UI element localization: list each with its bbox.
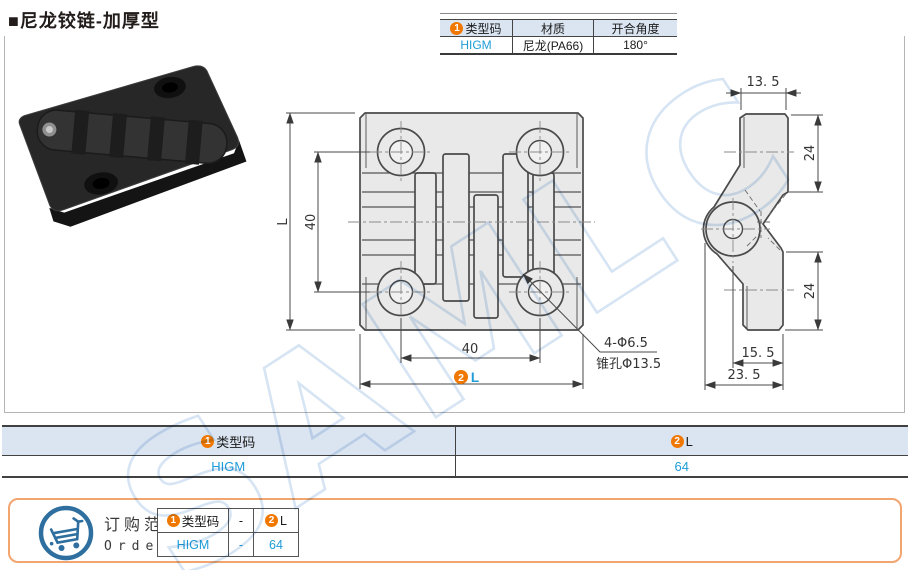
drawing-area-frame [4,36,905,413]
dim-lower-height: 24 [803,283,818,300]
leader-note-line1: 4-Φ6.5 [604,336,648,351]
side-view: 13. 5 24 24 15. 5 23. 5 [701,75,823,390]
product-photo [18,65,247,227]
order-header-length-label: L [280,513,287,528]
badge-1-icon: 1 [166,514,180,527]
size-table-data-row: HIGM 64 [2,456,908,476]
knuckle-finger [502,153,529,278]
spec-header-material: 材质 [513,20,594,36]
order-header-dash: - [229,509,254,532]
knuckle-finger [532,172,555,284]
order-value-dash: - [229,533,254,556]
dim-outer-width: 23. 5 [727,368,760,383]
dim-hole-spacing-vertical: 40 [304,214,319,231]
order-value-length: 64 [254,533,298,556]
badge-2-icon: 2 [265,514,279,527]
order-table-data-row: HIGM - 64 [158,533,298,556]
size-header-type-code: 1 类型码 [2,427,456,455]
knuckle-finger [442,153,470,302]
order-example-table: 1 类型码 - 2 L HIGM - 64 [157,508,299,557]
order-value-type-code: HIGM [158,533,229,556]
knuckle-finger [414,172,437,285]
spec-value-material: 尼龙(PA66) [513,37,594,53]
hidden-lines [744,189,787,251]
knuckle-finger [473,194,499,319]
order-header-type-code-label: 类型码 [181,515,220,529]
size-value-length: 64 [674,458,689,474]
dim-overall-width-label: 2 L [454,370,479,385]
badge-2-icon [454,370,468,384]
spec-value-angle: 180° [623,38,648,52]
badge-2-icon: 2 [670,434,684,448]
side-centerlines [701,151,794,291]
spec-header-type-code: 1 类型码 [440,20,513,36]
front-view: L 40 40 2 L 4-Φ6.5 锥孔Φ13.5 [276,112,661,389]
spec-value-type-code: HIGM [440,37,513,53]
hinge-hole-bottom-left-inner [92,177,110,190]
leader-note-line2: 锥孔Φ13.5 [596,357,661,372]
order-header-type-code: 1 类型码 [158,509,229,532]
spec-table-header-row: 1 类型码 材质 开合角度 [440,20,677,37]
badge-1-icon: 1 [450,21,464,35]
order-table-header-row: 1 类型码 - 2 L [158,509,298,533]
spec-table-data-row: HIGM 尼龙(PA66) 180° [440,37,677,53]
hinge-hole-top-right-inner [161,82,178,93]
spec-table: 1 类型码 材质 开合角度 HIGM 尼龙(PA66) 180° [440,19,677,55]
hinge-knuckle-barrel [36,109,228,165]
badge-1-icon: 1 [201,434,215,448]
dim-hole-spacing-horizontal: 40 [462,342,479,357]
order-header-length: 2 L [254,509,298,532]
technical-drawing: L 40 40 2 L 4-Φ6.5 锥孔Φ13.5 [276,75,823,390]
page-title: ■尼龙铰链-加厚型 [8,11,160,31]
size-table-header-row: 1 类型码 2 L [2,427,908,456]
svg-text:2: 2 [458,372,464,384]
size-header-length: 2 L [456,427,909,455]
spec-table-top-rule [440,13,677,14]
hinge-plate-side-face [49,140,247,227]
dim-upper-height: 24 [803,145,818,162]
spec-header-type-code-label: 类型码 [465,21,502,36]
size-table: 1 类型码 2 L HIGM 64 [2,425,908,478]
dim-overall-height: L [276,218,291,226]
dim-top-width: 13. 5 [746,75,779,90]
size-header-type-code-label: 类型码 [216,434,256,450]
spec-header-angle: 开合角度 [611,21,660,36]
hole-centerlines [370,121,571,323]
shopping-cart-icon [38,505,94,561]
dim-inner-width: 15. 5 [741,346,774,361]
order-label-en: Order [104,539,174,554]
size-value-type-code: HIGM [2,456,456,476]
size-header-length-label: L [685,433,693,449]
svg-text:L: L [471,370,479,385]
hinge-pin-highlight [45,126,53,134]
